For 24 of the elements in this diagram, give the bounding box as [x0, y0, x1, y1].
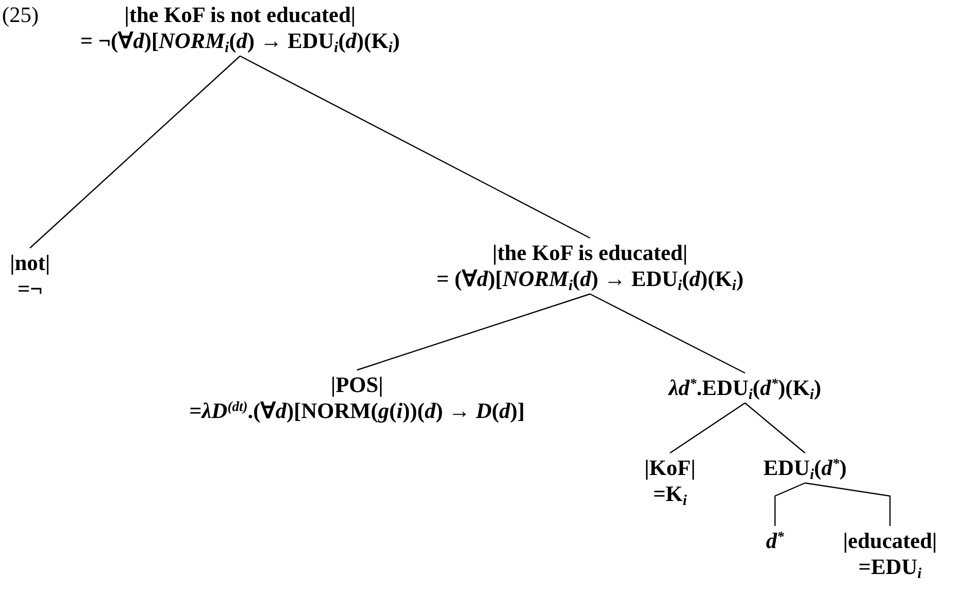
semantic-formula: =¬ [17, 276, 43, 302]
tree-branch-line [804, 482, 891, 526]
semantic-formula: =λD$^{(dt)}$.(∀d)[NORM(g(i))(d) → D(d)] [189, 398, 525, 424]
constituent-label: |POS| [330, 372, 384, 398]
semantic-formula: =K$_{i}$ [653, 481, 687, 507]
semantic-formula: λd$^{*}$.EDU$_{i}$(d$^{*}$)(K$_{i}$) [668, 375, 822, 401]
tree-branch-line [356, 293, 590, 371]
constituent-label: |the KoF is not educated| [124, 2, 356, 28]
constituent-label: |not| [10, 250, 50, 276]
semantic-formula: EDU$_{i}$(d$^{*}$) [763, 455, 847, 481]
tree-branch-line [774, 482, 806, 526]
tree-branch-line [590, 293, 746, 374]
semantic-formula: =EDU$_{i}$ [858, 554, 922, 580]
constituent-label: |KoF| [644, 455, 696, 481]
semantic-formula: = (∀d)[NORM$_{i}$(d) → EDU$_{i}$(d)(K$_{i}$) [436, 266, 744, 292]
tree-branch-line [670, 402, 746, 454]
tree-branch-line [240, 55, 590, 239]
semantic-formula: d$^{*}$ [766, 528, 784, 554]
tree-branch-line [744, 402, 806, 454]
example-number: (25) [2, 2, 39, 28]
semantic-formula: = ¬(∀d)[NORM$_{i}$(d) → EDU$_{i}$(d)(K$_{i}$) [80, 28, 400, 54]
constituent-label: |the KoF is educated| [492, 240, 688, 266]
constituent-label: |educated| [843, 528, 937, 554]
tree-branch-line [30, 56, 240, 248]
